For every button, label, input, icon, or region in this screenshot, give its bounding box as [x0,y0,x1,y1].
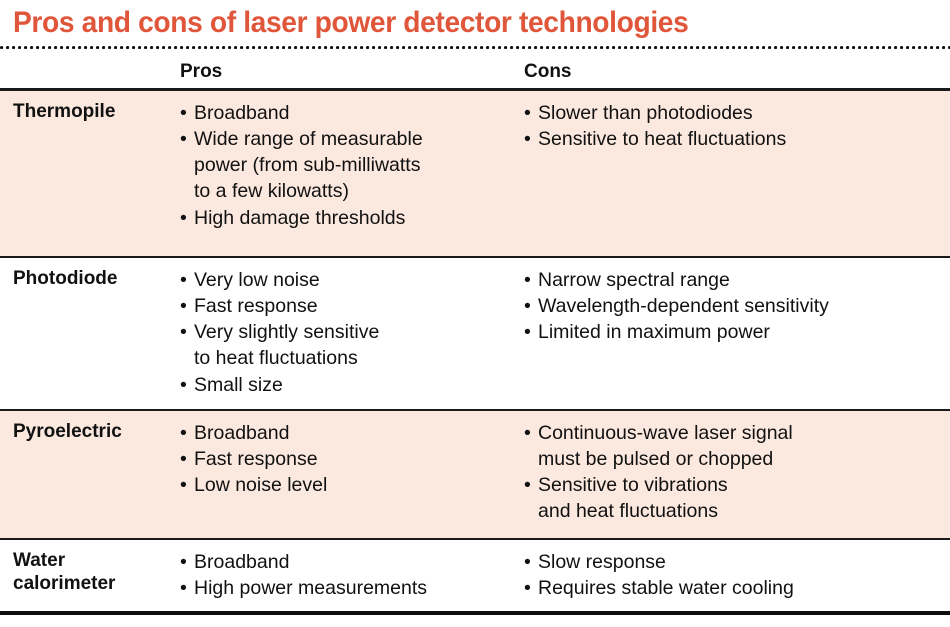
title-bar: Pros and cons of laser power detector te… [0,0,950,50]
row-pros-pyroelectric: Broadband Fast response Low noise level [180,411,524,509]
row-cons-pyroelectric: Continuous-wave laser signal must be pul… [524,411,950,535]
table-column-headers: Pros Cons [0,52,950,88]
row-label-water-calorimeter: Water calorimeter [13,549,116,594]
list-item: Requires stable water cooling [524,575,942,602]
list-item: Sensitive to heat fluctuations [524,126,942,153]
list-item: Small size [180,372,516,399]
bullet-list: Narrow spectral range Wavelength-depende… [524,267,942,346]
bullet-list: Continuous-wave laser signal must be pul… [524,420,942,525]
row-label-thermopile: Thermopile [13,100,116,122]
row-pros-thermopile: Broadband Wide range of measurable power… [180,91,524,242]
row-cons-photodiode: Narrow spectral range Wavelength-depende… [524,258,950,356]
bullet-list: Broadband Wide range of measurable power… [180,100,516,232]
list-item: Fast response [180,293,516,320]
list-item: Continuous-wave laser signal must be pul… [524,420,942,473]
row-pros-photodiode: Very low noise Fast response Very slight… [180,258,524,409]
column-header-cons: Cons [524,61,572,82]
table-row: Thermopile Broadband Wide range of measu… [0,90,950,256]
list-item: Broadband [180,549,516,576]
list-item: Limited in maximum power [524,319,942,346]
column-header-pros: Pros [180,61,223,82]
list-item: Slower than photodiodes [524,100,942,127]
page-title: Pros and cons of laser power detector te… [13,6,689,39]
list-item: Narrow spectral range [524,267,942,294]
table-row: Photodiode Very low noise Fast response … [0,257,950,409]
list-item: Wide range of measurable power (from sub… [180,126,516,205]
table-row-rule [0,537,950,540]
row-cons-water-calorimeter: Slow response Requires stable water cool… [524,540,950,612]
table-row: Pyroelectric Broadband Fast response Low… [0,410,950,538]
bullet-list: Slow response Requires stable water cool… [524,549,942,602]
list-item: Very slightly sensitive to heat fluctuat… [180,319,516,372]
list-item: Broadband [180,100,516,127]
list-item: Sensitive to vibrations and heat fluctua… [524,472,942,525]
table-row-rule [0,408,950,411]
list-item: High damage thresholds [180,205,516,232]
bullet-list: Broadband High power measurements [180,549,516,602]
list-item: Fast response [180,446,516,473]
list-item: High power measurements [180,575,516,602]
table-row-rule [0,255,950,258]
table-row: Water calorimeter Broadband High power m… [0,539,950,612]
table-bottom-rule [0,611,950,616]
title-dotted-divider [0,46,950,50]
table-top-rule [0,88,950,91]
row-pros-water-calorimeter: Broadband High power measurements [180,540,524,612]
row-label-pyroelectric: Pyroelectric [13,420,122,442]
list-item: Low noise level [180,472,516,499]
list-item: Slow response [524,549,942,576]
list-item: Wavelength-dependent sensitivity [524,293,942,320]
row-cons-thermopile: Slower than photodiodes Sensitive to hea… [524,91,950,163]
list-item: Broadband [180,420,516,447]
row-label-photodiode: Photodiode [13,267,118,289]
bullet-list: Very low noise Fast response Very slight… [180,267,516,399]
bullet-list: Slower than photodiodes Sensitive to hea… [524,100,942,153]
bullet-list: Broadband Fast response Low noise level [180,420,516,499]
list-item: Very low noise [180,267,516,294]
pros-cons-table: Pros Cons Thermopile Broadband Wide rang… [0,52,950,616]
